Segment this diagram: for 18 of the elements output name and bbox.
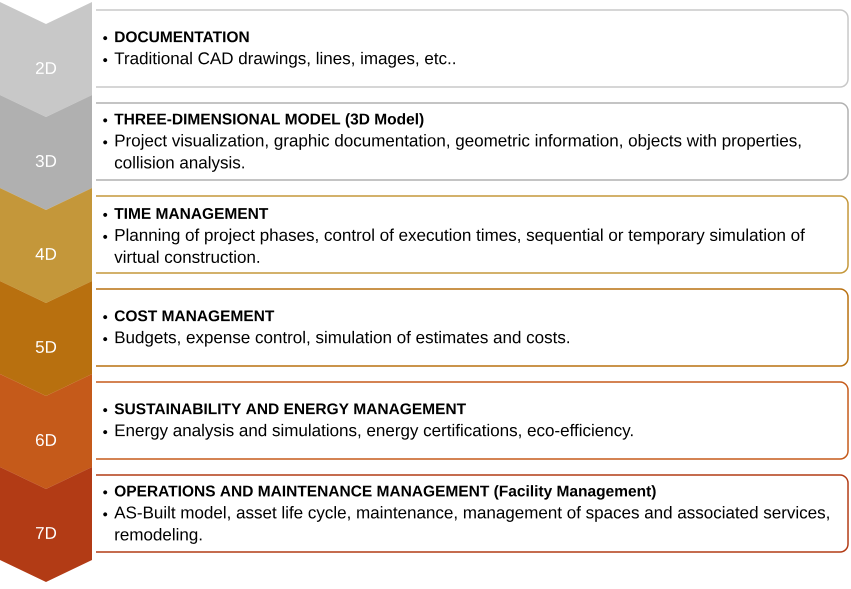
node-label: COST MANAGEMENT bbox=[114, 310, 274, 322]
list-box: OPERATIONS AND MAINTENANCE MANAGEMENT (Facility Management) AS-Built model, asset life cycle, maintenance, management of spaces and associated services, remodeling. bbox=[96, 474, 849, 553]
node-label: AS-Built model, asset life cycle, maintenance, management of spaces and associated services, remodeling. bbox=[114, 506, 829, 544]
list-box: DOCUMENTATION Traditional CAD drawings, lines, images, etc.. bbox=[96, 9, 849, 88]
node-label: THREE-DIMENSIONAL MODEL (3D Model) bbox=[114, 113, 424, 128]
node-label: TIME MANAGEMENT bbox=[114, 208, 268, 219]
list-box: COST MANAGEMENT Budgets, expense control, simulation of estimates and costs. bbox=[96, 288, 849, 367]
list-box: SUSTAINABILITY AND ENERGY MANAGEMENT Energy analysis and simulations, energy certifications, eco-efficiency. bbox=[96, 381, 849, 460]
node-label: SUSTAINABILITY AND ENERGY MANAGEMENT bbox=[114, 403, 466, 414]
node-label: DOCUMENTATION bbox=[115, 31, 249, 42]
node-label: Project visualization, graphic documentation, geometric information, objects with properties, collision analysis. bbox=[114, 134, 800, 172]
list-box: TIME MANAGEMENT Planning of project phases, control of execution times, sequential or temporary simulation of virtual construction. bbox=[96, 195, 849, 274]
node-label: Budgets, expense control, simulation of estimates and costs. bbox=[116, 330, 569, 347]
node-label: Planning of project phases, control of execution times, sequential or temporary simulation of virtual construction. bbox=[114, 228, 805, 264]
node-label: OPERATIONS AND MAINTENANCE MANAGEMENT (Facility Management) bbox=[114, 485, 656, 500]
node-label: Traditional CAD drawings, lines, images, etc.. bbox=[114, 52, 455, 68]
node-label: Energy analysis and simulations, energy certifications, eco-efficiency. bbox=[116, 424, 633, 440]
list-box: THREE-DIMENSIONAL MODEL (3D Model) Project visualization, graphic documentation, geometric information, objects with properties, collision analysis. bbox=[96, 102, 849, 181]
